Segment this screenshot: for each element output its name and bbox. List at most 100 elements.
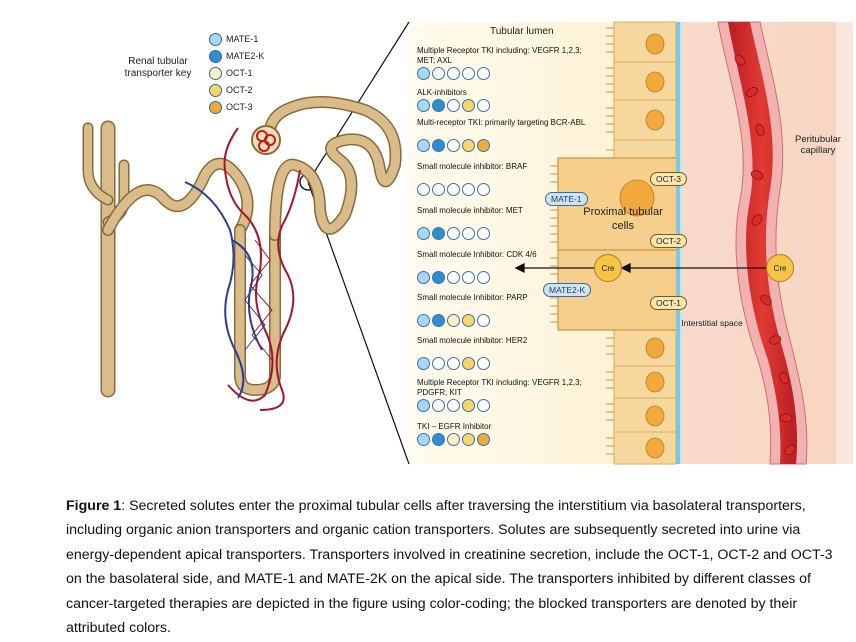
key-title: Renal tubular transporter key: [124, 56, 192, 79]
transporter-circle-0-1: [432, 67, 445, 80]
transporter-circle-8-2: [447, 399, 460, 412]
lumen-label: Tubular lumen: [490, 26, 554, 37]
transporter-circle-2-2: [447, 139, 460, 152]
transporter-circle-1-1: [432, 99, 445, 112]
figure-caption: Figure 1: Secreted solutes enter the pro…: [66, 494, 852, 640]
transporter-circle-5-3: [462, 271, 475, 284]
peritubular-capillary: [717, 21, 808, 465]
transporter-circle-3-1: [432, 183, 445, 196]
transporter-circle-1-3: [462, 99, 475, 112]
key-label-0: MATE-1: [226, 34, 259, 44]
mate2k-transporter: MATE2-K: [543, 283, 592, 297]
oct1-transporter: OCT-1: [650, 296, 688, 310]
transporter-circle-5-4: [477, 271, 490, 284]
interstitial-space-label: Interstitial space: [681, 318, 743, 328]
transporter-circle-9-1: [432, 433, 445, 446]
transporter-circle-6-4: [477, 314, 490, 327]
transporter-circle-4-0: [417, 227, 430, 240]
transporter-circle-1-2: [447, 99, 460, 112]
transporter-circle-3-0: [417, 183, 430, 196]
nephron: [82, 95, 402, 398]
drug-transporter-row-2: [417, 139, 490, 153]
key-label-3: OCT-2: [226, 85, 253, 95]
transporter-circle-9-3: [462, 433, 475, 446]
transporter-circle-6-0: [417, 314, 430, 327]
transporter-circle-4-4: [477, 227, 490, 240]
mate1-transporter: MATE-1: [545, 192, 588, 206]
key-label-2: OCT-1: [226, 68, 253, 78]
transporter-circle-2-0: [417, 139, 430, 152]
drug-transporter-row-0: [417, 67, 490, 81]
transporter-circle-5-2: [447, 271, 460, 284]
transporter-circle-2-3: [462, 139, 475, 152]
transporter-circle-8-0: [417, 399, 430, 412]
glomerulus: [251, 125, 281, 155]
transporter-circle-7-3: [462, 357, 475, 370]
drug-transporter-row-7: [417, 357, 490, 371]
transporter-circle-0-0: [417, 67, 430, 80]
transporter-circle-0-4: [477, 67, 490, 80]
transporter-circle-9-2: [447, 433, 460, 446]
drug-label-1: ALK-inhibitors: [417, 88, 467, 97]
creatinine-transport-arrows: [514, 262, 770, 274]
drug-label-6: Small molecule Inhibitor: PARP: [417, 293, 528, 302]
transporter-circle-8-1: [432, 399, 445, 412]
key-dot-2: [209, 67, 222, 80]
drug-label-8: Multiple Receptor TKI including: VEGFR 1…: [417, 378, 582, 397]
oct2-transporter: OCT-2: [650, 234, 688, 248]
drug-transporter-row-5: [417, 271, 490, 285]
drug-label-5: Small molecule Inhibitor: CDK 4/6: [417, 250, 537, 259]
drug-label-3: Small molecule inhibitor: BRAF: [417, 162, 528, 171]
drug-label-0: Multiple Receptor TKI including: VEGFR 1…: [417, 46, 582, 65]
transporter-circle-1-0: [417, 99, 430, 112]
transporter-circle-4-3: [462, 227, 475, 240]
transporter-circle-4-2: [447, 227, 460, 240]
transporter-circle-6-2: [447, 314, 460, 327]
transporter-circle-0-3: [462, 67, 475, 80]
drug-label-9: TKI – EGFR Inhibitor: [417, 422, 492, 431]
transporter-circle-3-4: [477, 183, 490, 196]
transporter-circle-4-1: [432, 227, 445, 240]
key-dot-1: [209, 50, 222, 63]
proximal-cells-label: Proximal tubular cells: [583, 206, 663, 232]
transporter-circle-7-0: [417, 357, 430, 370]
drug-transporter-row-4: [417, 227, 490, 241]
transporter-circle-6-3: [462, 314, 475, 327]
key-label-1: MATE2-K: [226, 51, 265, 61]
drug-transporter-row-1: [417, 99, 490, 113]
transporter-circle-0-2: [447, 67, 460, 80]
transporter-circle-8-3: [462, 399, 475, 412]
capillary-label: Peritubular capillary: [795, 134, 841, 156]
key-dot-0: [209, 33, 222, 46]
caption-text: : Secreted solutes enter the proximal tu…: [66, 498, 833, 637]
drug-transporter-row-6: [417, 314, 490, 328]
transporter-circle-8-4: [477, 399, 490, 412]
transporter-circle-6-1: [432, 314, 445, 327]
drug-transporter-row-8: [417, 399, 490, 413]
transporter-circle-3-3: [462, 183, 475, 196]
transporter-circle-7-2: [447, 357, 460, 370]
drug-transporter-row-9: [417, 433, 490, 447]
transporter-circle-9-0: [417, 433, 430, 446]
transporter-circle-2-4: [477, 139, 490, 152]
oct3-transporter: OCT-3: [650, 172, 688, 186]
transporter-circle-9-4: [477, 433, 490, 446]
cre-capillary: Cre: [766, 254, 794, 282]
drug-label-4: Small molecule inhibitor: MET: [417, 206, 523, 215]
transporter-circle-7-4: [477, 357, 490, 370]
vasa-recta: [184, 127, 301, 411]
transporter-circle-3-2: [447, 183, 460, 196]
cre-intracellular: Cre: [594, 254, 622, 282]
transporter-circle-7-1: [432, 357, 445, 370]
drug-transporter-row-3: [417, 183, 490, 197]
transporter-circle-5-1: [432, 271, 445, 284]
drug-label-7: Small molecule inhibitor: HER2: [417, 336, 528, 345]
key-dot-3: [209, 84, 222, 97]
transporter-circle-2-1: [432, 139, 445, 152]
caption-label: Figure 1: [66, 498, 122, 514]
transporter-circle-5-0: [417, 271, 430, 284]
drug-label-2: Multi-receptor TKI: primarily targeting …: [417, 118, 586, 127]
key-dot-4: [209, 101, 222, 114]
